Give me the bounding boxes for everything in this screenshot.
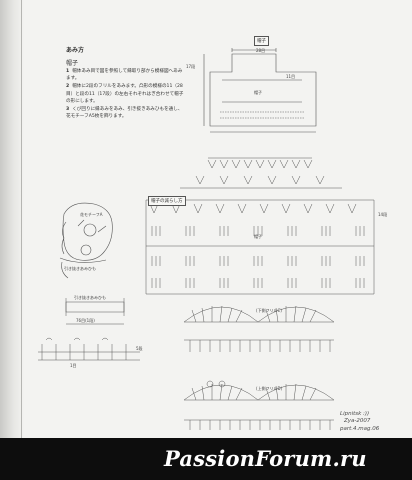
cord-label: 引き抜きあみひも: [64, 266, 96, 271]
step-text: 帽体あみ目で図を参照して縁取り部から模様図へあみます。: [66, 69, 183, 82]
hat-area-label: 帽子: [254, 90, 262, 95]
book-gutter: [0, 0, 24, 480]
footer-site-name[interactable]: PassionForum.ru: [164, 446, 367, 471]
footer-banner: [0, 438, 412, 480]
count-label-17: 17段: [186, 64, 196, 69]
flower-motif-label: 花モチーフA: [80, 212, 103, 217]
bonnet-illustration: [59, 202, 113, 279]
small-stitch-chart: [38, 337, 140, 361]
page-edge: [21, 0, 22, 480]
hat-schematic: [203, 48, 317, 133]
watermark-line-3: part.4.mag.06: [340, 426, 380, 432]
cord-strip: [65, 298, 125, 325]
watermark-line-2: Zya-2007: [344, 418, 371, 424]
section-title: あみ方: [66, 47, 85, 54]
step-number: 1: [66, 69, 70, 74]
count-label-14: 14段: [378, 212, 388, 217]
count-label-5: 5段: [136, 346, 143, 351]
watermark-line-1: Lipnitsk :)): [340, 411, 370, 417]
count-label-76: 76目(1段): [76, 318, 95, 323]
step-number: 3: [66, 107, 70, 113]
hat-box-label: 帽子: [254, 36, 269, 46]
decrease-chart-top: [180, 157, 342, 189]
decrease-chart-main: [145, 199, 375, 295]
hat-decrease-box-label: 帽子の減らし方: [148, 196, 186, 206]
edge-a-label: (下側フリルC): [256, 308, 282, 313]
count-label-11: 11目: [286, 74, 296, 79]
step-text: くび回りに縁あみをあみ、引き抜きあみひもを通し、花モチーフA5枚を飾ります。: [66, 107, 183, 120]
ruffle-chart: [183, 305, 335, 430]
edge-b-label: (上側フリルD): [256, 386, 283, 391]
strip-top-label: 引き抜きあみひも: [74, 295, 106, 300]
step-text: 帽体に2段のフリルをあみます。凸形の模様の11（28目）と段の11（17段）の左…: [66, 84, 184, 104]
decrease-area-label: 帽子: [254, 234, 262, 239]
step-number: 2: [66, 84, 70, 90]
pattern-diagrams: [38, 48, 375, 430]
count-label-1: 1目: [70, 363, 77, 368]
section-subtitle: 帽子: [66, 60, 79, 67]
count-label-28: 28目: [256, 48, 266, 53]
